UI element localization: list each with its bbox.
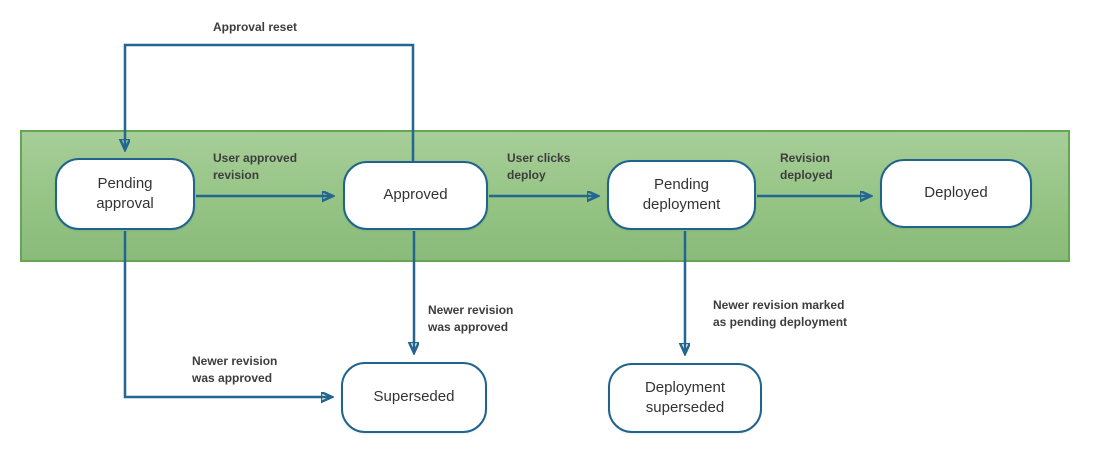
edge-label-newer-revision-approved-mid: Newer revision was approved [428,303,514,334]
state-pending-deployment: Pending deployment [607,160,756,230]
state-approved: Approved [343,161,488,230]
edge-label-approval-reset: Approval reset [212,20,298,34]
edge-label-revision-deployed: Revision deployed [780,151,833,182]
state-superseded: Superseded [341,362,487,433]
state-deployment-superseded: Deployment superseded [608,363,762,433]
edge-label-newer-revision-approved-left: Newer revision was approved [192,354,278,385]
state-deployed: Deployed [880,159,1032,228]
edge-label-newer-revision-marked: Newer revision marked as pending deploym… [713,298,848,329]
edge-label-user-approved-revision: User approved revision [213,151,298,182]
edge-label-user-clicks-deploy: User clicks deploy [507,151,571,182]
state-pending-approval: Pending approval [55,158,195,230]
